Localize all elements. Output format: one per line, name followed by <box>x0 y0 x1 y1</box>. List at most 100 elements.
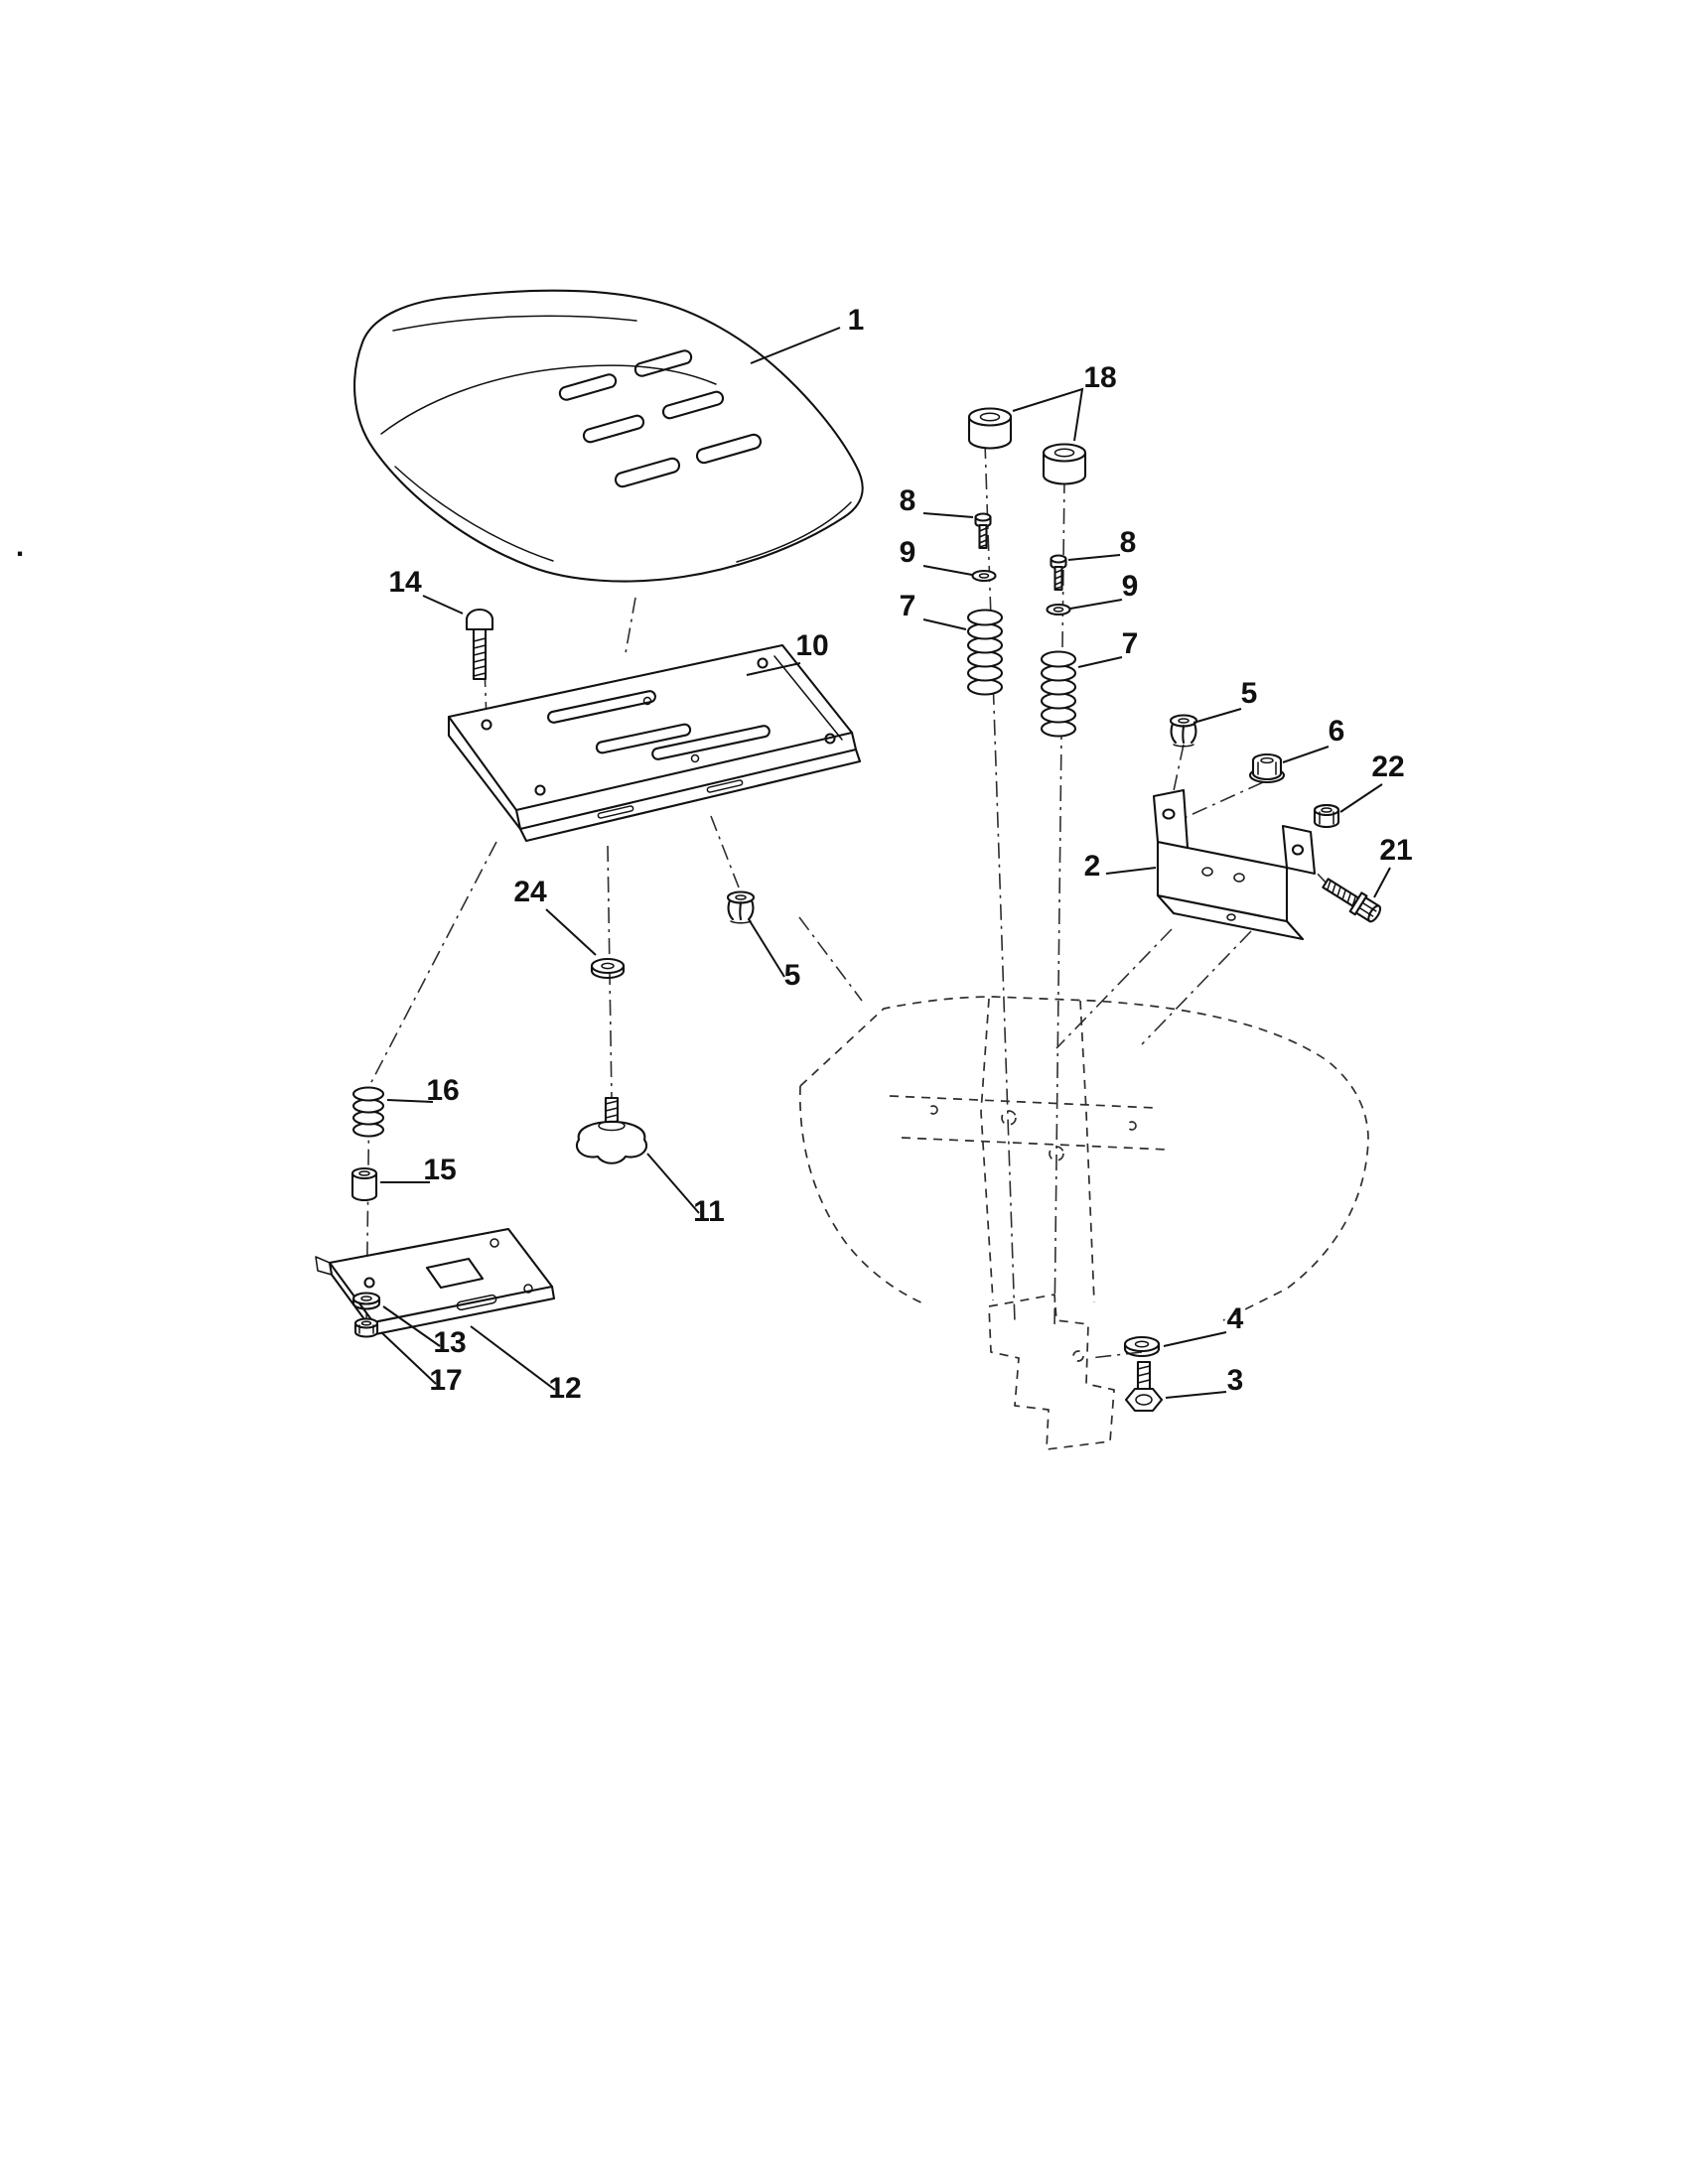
spring7a-coil <box>966 650 1004 668</box>
spring7b-coil <box>1040 720 1077 738</box>
callout-leader-3 <box>1165 1391 1227 1399</box>
seat-vent-slot <box>614 457 681 488</box>
nut-part-6 <box>1248 752 1286 784</box>
callout-label-6: 6 <box>1329 715 1345 748</box>
callout-leader-7a <box>922 618 967 630</box>
washer13-hole <box>360 1296 372 1301</box>
washer-part-9-left <box>971 569 997 583</box>
washer13-body <box>351 1292 381 1305</box>
bolt21-threads <box>1327 881 1356 906</box>
centerline-left-spring-column <box>984 442 1016 1323</box>
nut22-hole <box>1321 807 1333 813</box>
spring16-coil <box>351 1086 385 1102</box>
callout-leader-16 <box>386 1099 434 1103</box>
spring7a-coil <box>966 678 1004 696</box>
callout-leader-9b <box>1069 599 1123 610</box>
seat-part-1 <box>353 289 864 583</box>
callout-label-7b: 7 <box>1122 627 1139 660</box>
spring7b-coil <box>1040 692 1077 710</box>
callout-label-12: 12 <box>548 1372 581 1405</box>
callout-label-16: 16 <box>426 1074 459 1107</box>
bolt14-head <box>465 608 494 631</box>
fender-cross-band-lower <box>901 1137 1169 1151</box>
centerline-bracket-to-fender-left <box>1055 928 1173 1049</box>
callout-label-13: 13 <box>433 1326 466 1359</box>
centerline-nut6-to-bracket <box>1179 781 1264 821</box>
bracket12-front-thickness <box>373 1285 556 1336</box>
seat-lower-contour <box>394 466 554 562</box>
washer24-thickness <box>590 964 626 980</box>
washer-part-9-right <box>1046 603 1071 616</box>
pan-adjust-slot <box>595 723 692 754</box>
nut-part-22 <box>1313 803 1340 829</box>
clip5a-fingers <box>1170 722 1197 745</box>
pan-front-lip <box>518 748 862 843</box>
knob-part-11 <box>575 1096 648 1164</box>
fender-mount-hole <box>1001 1110 1017 1126</box>
bushing-part-15 <box>351 1166 378 1202</box>
centerline-right-spring-column <box>1053 477 1065 1329</box>
clip-part-5-lower <box>726 890 756 924</box>
spring7b-coil <box>1040 678 1077 696</box>
spring-part-7-right <box>1040 650 1077 738</box>
bracket12-hole <box>363 1277 375 1289</box>
bolt3-threads <box>1137 1365 1151 1384</box>
callout-leader-5a <box>1193 708 1242 724</box>
callout-label-8b: 8 <box>1120 526 1137 559</box>
centerline-bracket-to-fender-right <box>1141 930 1252 1045</box>
seat-vent-slot <box>633 349 693 377</box>
bracket12-hole <box>523 1284 533 1294</box>
pan-hole <box>642 696 652 706</box>
callout-leader-6 <box>1282 746 1330 763</box>
callout-label-4: 4 <box>1227 1302 1244 1335</box>
washer24-hole <box>601 962 615 970</box>
bolt14-threads <box>473 637 487 677</box>
washer9b-hole <box>1052 607 1064 613</box>
pan-left-thickness <box>447 715 522 831</box>
bolt-part-3 <box>1124 1360 1164 1413</box>
callout-leader-4 <box>1163 1331 1227 1347</box>
washer4-hole <box>1134 1340 1150 1348</box>
callout-leader-18 <box>1012 387 1084 442</box>
fender-channel-right <box>1079 1000 1095 1303</box>
bushing15-top <box>351 1166 378 1180</box>
spring7b-coil <box>1040 650 1077 668</box>
callout-label-22: 22 <box>1371 751 1404 783</box>
spring7a-coil <box>966 609 1004 626</box>
clip5b-hole <box>735 894 747 900</box>
callout-label-2: 2 <box>1084 850 1101 883</box>
callout-label-8a: 8 <box>900 484 916 517</box>
bracket2-face-hole <box>1233 873 1245 883</box>
pan-hole <box>824 733 836 745</box>
callout-label-5a: 5 <box>1241 677 1258 710</box>
callout-leader-11 <box>646 1153 700 1214</box>
callout-leader-14 <box>422 595 464 614</box>
bushing15-hole <box>358 1170 370 1176</box>
screw-part-8-right <box>1050 554 1067 592</box>
clip5b-cap <box>726 890 756 904</box>
washer9a-body <box>971 569 997 583</box>
bolt21-head-end <box>1367 904 1382 923</box>
callout-label-21: 21 <box>1379 834 1412 867</box>
hidden-support-bracket <box>988 1294 1115 1450</box>
callout-label-dot: . <box>16 530 24 563</box>
clip5a-base <box>1173 744 1194 748</box>
callout-leader-8a <box>922 512 974 518</box>
screw8b-threads <box>1053 569 1063 590</box>
fender-channel-left <box>980 998 994 1301</box>
callout-leader-9a <box>922 565 973 576</box>
bushing18a-hole <box>979 412 1001 422</box>
fender-hidden-outline <box>798 996 1369 1450</box>
callout-label-5b: 5 <box>784 959 801 992</box>
callout-label-9a: 9 <box>900 536 916 569</box>
callout-leader-7b <box>1077 656 1123 668</box>
seat-side-contour <box>736 501 852 563</box>
seat-vent-slot <box>558 373 618 401</box>
hidden-bracket-hole <box>1072 1350 1084 1362</box>
pan-hole <box>534 784 546 796</box>
washer9a-hole <box>978 573 990 579</box>
nut22-facets <box>1319 811 1334 825</box>
